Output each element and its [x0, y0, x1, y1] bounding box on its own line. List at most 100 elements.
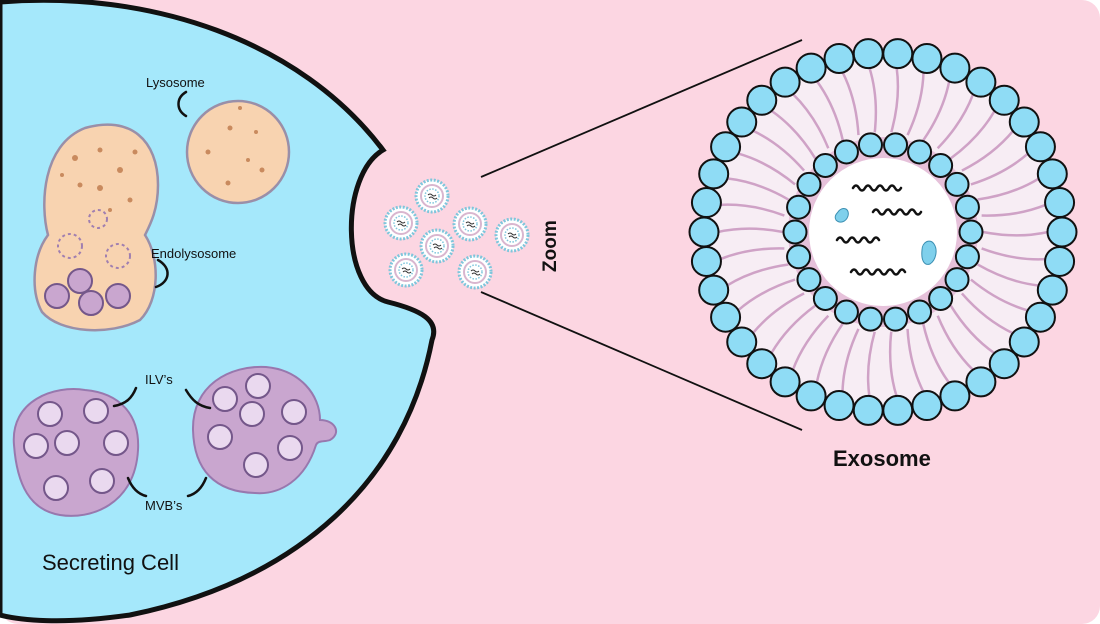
- lipid-head: [852, 38, 884, 70]
- lipid-tail: [737, 278, 796, 312]
- mvb-right: [191, 365, 338, 495]
- lipid-tail: [977, 177, 1040, 201]
- ilv-leader-right: [184, 388, 212, 410]
- rna-cargo: [849, 268, 907, 276]
- lipid-head: [796, 171, 822, 197]
- endolysosome-leader: [154, 258, 169, 289]
- exosome-label: Exosome: [833, 446, 931, 471]
- lipid-tail: [791, 92, 830, 149]
- lipid-tail: [868, 67, 878, 133]
- lipid-head: [796, 267, 822, 293]
- lipid-head: [882, 394, 914, 426]
- lipid-head: [795, 52, 827, 84]
- lipid-head: [726, 326, 758, 358]
- lipid-head: [939, 52, 971, 84]
- lipid-head: [928, 152, 954, 178]
- small-exosome: [452, 206, 488, 242]
- lipid-head: [911, 390, 943, 422]
- small-exosome: [383, 205, 419, 241]
- lipid-head: [1044, 245, 1076, 277]
- lipid-head: [1036, 274, 1068, 306]
- lipid-head: [688, 216, 720, 248]
- lipid-head: [710, 301, 742, 333]
- lipid-tail: [906, 72, 925, 136]
- mvb-leader-left: [126, 476, 148, 498]
- lipid-tail: [791, 314, 830, 371]
- lysosome-leader: [177, 90, 188, 118]
- endolysosome: [33, 123, 160, 332]
- small-exosome: [414, 178, 450, 214]
- lipid-tail: [726, 263, 789, 287]
- lipid-head: [746, 348, 778, 380]
- secreting-cell-label: Secreting Cell: [42, 550, 179, 575]
- mvb-leader-right: [186, 476, 208, 498]
- lipid-tail: [890, 67, 900, 133]
- lipid-tail: [960, 292, 1014, 335]
- lipid-tail: [888, 331, 898, 397]
- lipid-head: [690, 245, 722, 277]
- lipid-head: [857, 306, 883, 332]
- lipid-tail: [970, 152, 1029, 186]
- lipid-tail: [981, 247, 1046, 261]
- mvb-left: [12, 388, 140, 517]
- lipid-head: [883, 306, 909, 332]
- lipid-tail: [921, 323, 951, 384]
- lipid-tail: [751, 292, 805, 335]
- lipid-tail: [720, 203, 785, 217]
- lipid-head: [746, 84, 778, 116]
- lipid-tail: [752, 129, 806, 172]
- zoom-line-bottom: [480, 291, 803, 431]
- endolysosome-ilv: [44, 268, 131, 316]
- lipid-head: [823, 42, 855, 74]
- lipid-tail: [949, 304, 996, 355]
- lipid-head: [833, 299, 859, 325]
- small-exosome: [494, 217, 530, 253]
- lipid-tail: [936, 315, 975, 372]
- lipid-head: [907, 299, 933, 325]
- lysosome: [185, 99, 291, 205]
- small-exosome: [457, 254, 493, 290]
- lipid-tail: [949, 109, 996, 160]
- zoom-label: Zoom: [540, 220, 561, 272]
- ilv: [207, 373, 307, 478]
- lipid-head: [1008, 106, 1040, 138]
- protein-cargo: [834, 208, 849, 223]
- endolysosome-label: Endolysosome: [151, 246, 236, 261]
- lipid-head: [769, 366, 801, 398]
- lipid-head: [726, 106, 758, 138]
- lysosome-label: Lysosome: [146, 75, 205, 90]
- lipid-head: [812, 286, 838, 312]
- lipid-head: [911, 42, 943, 74]
- lipid-head: [939, 380, 971, 412]
- lipid-tail: [961, 129, 1015, 172]
- lipid-tail: [906, 328, 925, 393]
- lipid-head: [698, 274, 730, 306]
- exosome-lumen: [809, 158, 957, 306]
- lipid-tail: [922, 80, 951, 142]
- lipid-head: [852, 394, 884, 426]
- small-exosome: [419, 228, 455, 264]
- ilvs-label: ILV’s: [145, 372, 173, 387]
- lipid-tail: [841, 71, 860, 136]
- lipid-tail: [976, 263, 1040, 287]
- lipid-head: [988, 84, 1020, 116]
- lipid-head: [1024, 131, 1056, 163]
- lipid-head: [710, 131, 742, 163]
- mvbs-label: MVB’s: [145, 498, 183, 513]
- lipid-head: [1044, 187, 1076, 219]
- lipid-tail: [717, 227, 784, 234]
- lipid-head: [857, 132, 883, 158]
- lipid-head: [965, 66, 997, 98]
- lipid-head: [954, 194, 980, 220]
- exosome-zoomed: [688, 38, 1078, 426]
- lipid-tail: [719, 247, 785, 261]
- lipid-head: [786, 194, 812, 220]
- lipid-head: [786, 244, 812, 270]
- lipid-tail: [726, 177, 790, 201]
- lipid-head: [907, 139, 933, 165]
- rna-cargo: [871, 208, 923, 216]
- rna-cargo: [851, 184, 903, 192]
- lipid-head: [690, 187, 722, 219]
- lipid-tail: [841, 328, 860, 392]
